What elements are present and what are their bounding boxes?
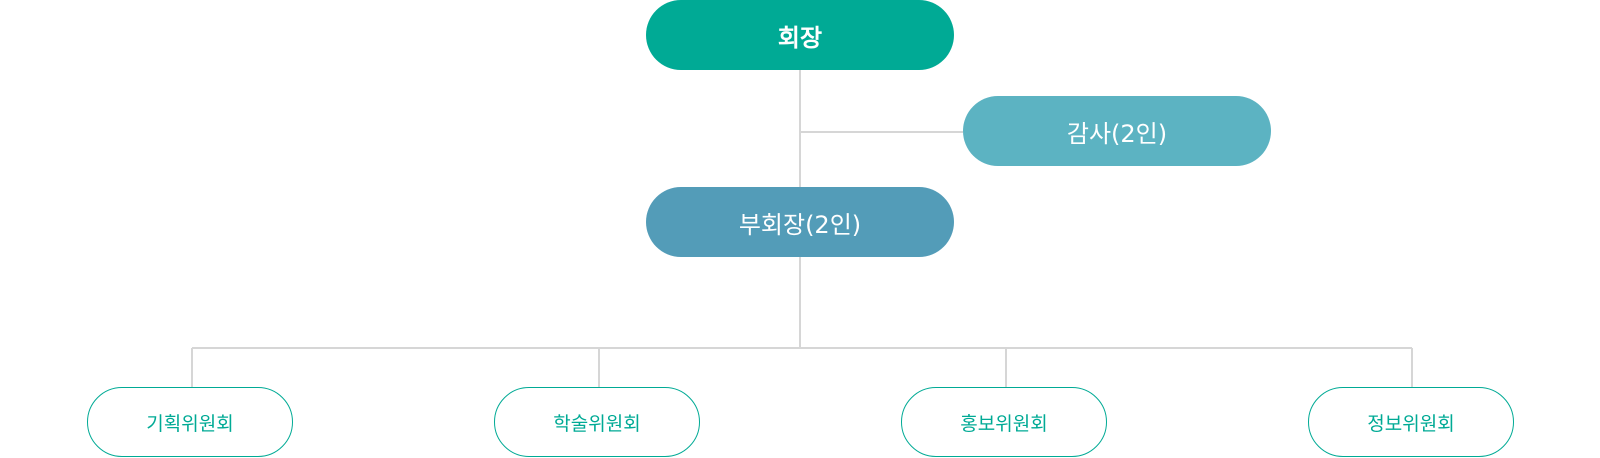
node-committee-label: 홍보위원회	[960, 412, 1048, 435]
node-committee-information: 정보위원회	[1308, 387, 1514, 457]
node-committee-academic: 학술위원회	[494, 387, 700, 457]
node-president: 회장	[646, 0, 954, 70]
node-auditor-label: 감사(2인)	[1066, 119, 1168, 148]
node-vice-president-label: 부회장(2인)	[738, 210, 862, 239]
node-committee-planning: 기획위원회	[87, 387, 293, 457]
node-auditor: 감사(2인)	[963, 96, 1271, 166]
node-committee-label: 기획위원회	[146, 412, 234, 435]
node-president-label: 회장	[777, 23, 823, 52]
node-committee-label: 학술위원회	[553, 412, 641, 435]
node-committee-label: 정보위원회	[1367, 412, 1455, 435]
node-vice-president: 부회장(2인)	[646, 187, 954, 257]
node-committee-publicity: 홍보위원회	[901, 387, 1107, 457]
